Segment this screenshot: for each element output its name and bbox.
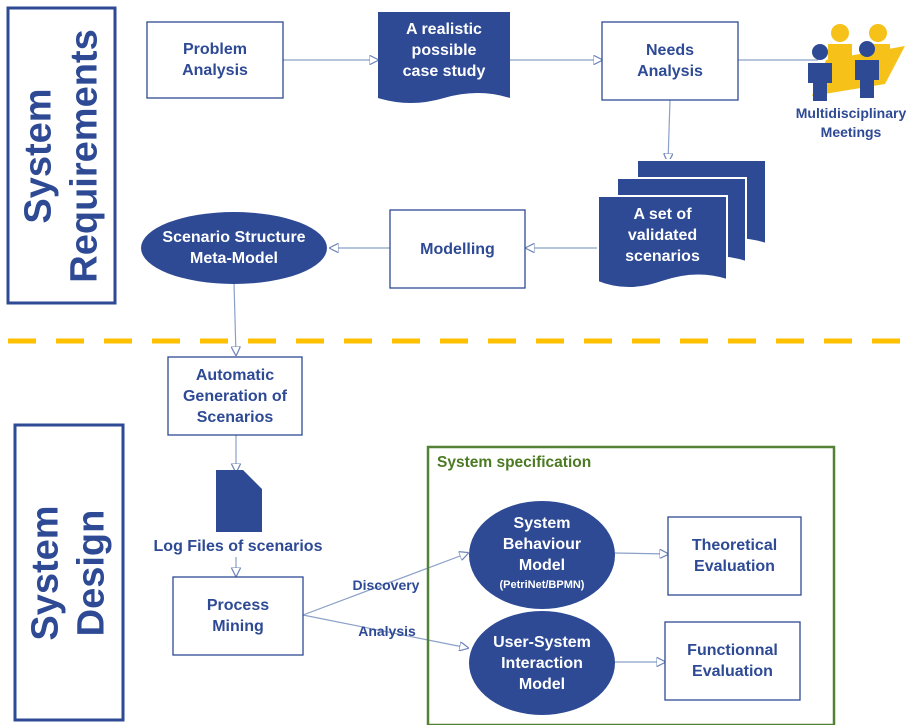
case-study-label: A realistic possible case study [402, 20, 486, 80]
analysis-edge-label: Analysis [358, 622, 416, 639]
system-specification-frame [426, 445, 836, 725]
theoretical-evaluation-label: Theoretical Evaluation [691, 537, 778, 575]
system-design-title: System Design [25, 504, 114, 641]
requirements-frame [6, 6, 117, 305]
log-files-label: Log Files of scenarios [153, 537, 323, 555]
validated-scenarios-document [597, 195, 728, 289]
behaviour-model-ellipse [469, 501, 615, 609]
design-frame [13, 423, 125, 722]
system-requirements-title: System Requirements [17, 28, 106, 283]
system-specification-label: System specification [437, 453, 592, 471]
behaviour-model-sublabel: (PetriNet/BPMN) [499, 578, 585, 591]
auto-generation-label: Automatic Generation of Scenarios [182, 366, 287, 426]
modelling-box [389, 209, 526, 289]
validated-scenarios-label: A set of validated scenarios [625, 205, 700, 265]
interaction-model-ellipse [469, 611, 615, 715]
functional-box [664, 621, 801, 701]
problem-analysis-box [146, 21, 284, 99]
meta-model-label: Scenario Structure Meta-Model [162, 229, 306, 267]
needs-analysis-box [601, 21, 739, 101]
multidisciplinary-meetings-label: Multidisciplinary Meetings [795, 105, 907, 140]
people-icon [808, 24, 905, 101]
behaviour-model-label: System Behaviour Model [502, 514, 582, 574]
theoretical-box [667, 516, 802, 596]
case-study-document [378, 12, 510, 103]
modelling-label: Modelling [420, 240, 495, 258]
functional-evaluation-label: Functionnal Evaluation [687, 642, 778, 680]
meta-model-ellipse [141, 212, 327, 284]
discovery-edge-label: Discovery [352, 576, 420, 593]
problem-analysis-label: Problem Analysis [182, 41, 248, 79]
process-mining-label: Process Mining [206, 597, 270, 635]
interaction-model-label: User-System Interaction Model [493, 633, 591, 693]
log-file-icon [216, 470, 262, 532]
auto-generation-box [167, 356, 303, 436]
process-mining-box [172, 576, 304, 656]
needs-analysis-label: Needs Analysis [637, 42, 703, 80]
